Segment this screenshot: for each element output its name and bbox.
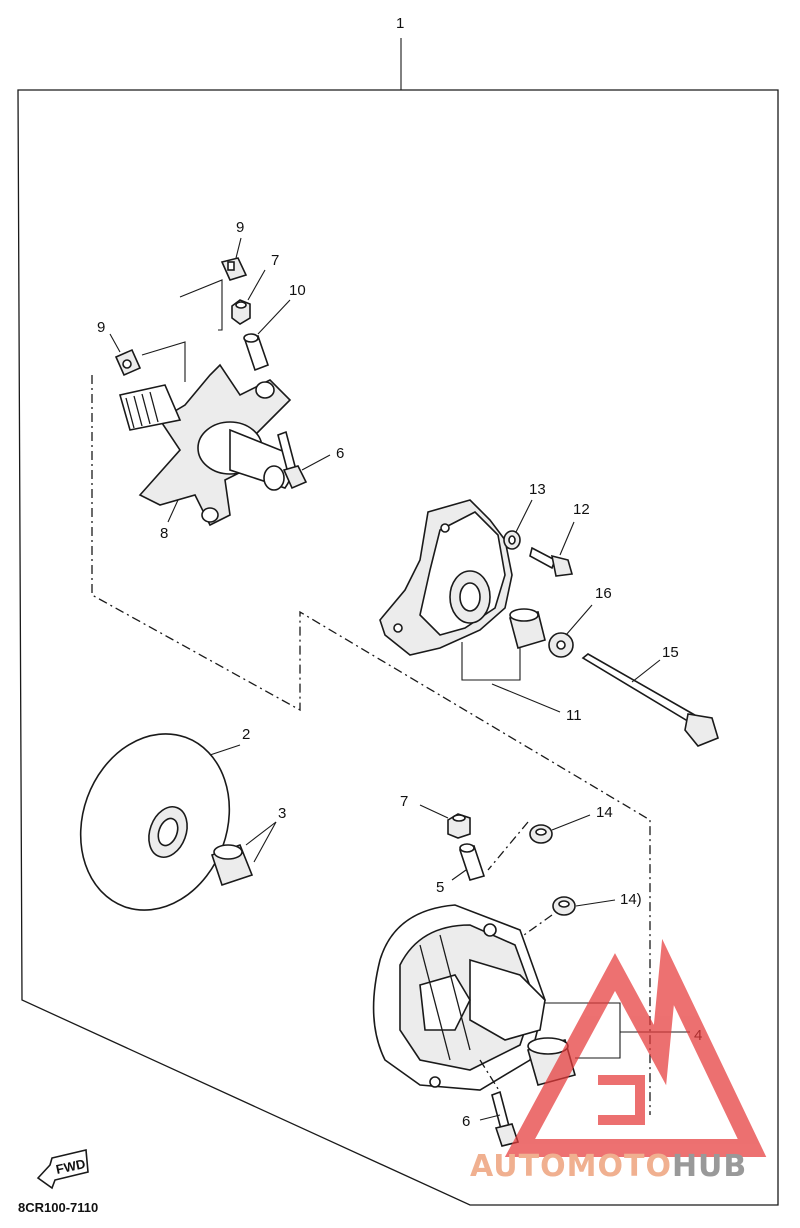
- slider-part-left: [114, 348, 142, 377]
- callout-1: 1: [396, 15, 404, 32]
- bolt-part-upper: [277, 430, 308, 490]
- long-bolt-part-15: [581, 653, 719, 747]
- callout-12-leader: [559, 521, 575, 556]
- callout-14-lower: 14): [620, 891, 642, 908]
- callout-6-lower: 6: [462, 1113, 470, 1130]
- callout-5: 5: [436, 879, 444, 896]
- callout-14b-leader: [575, 899, 616, 907]
- spider-assembly-part: [118, 363, 293, 527]
- group-boundary-dashed: [91, 375, 651, 1115]
- pin-part-5: [458, 843, 486, 881]
- callout-6a-leader: [301, 454, 331, 471]
- callout-3: 3: [278, 805, 286, 822]
- callout-9-left: 9: [97, 319, 105, 336]
- callout-10-leader: [257, 299, 291, 335]
- callout-7-upper: 7: [271, 252, 279, 269]
- callout-7a-leader: [247, 269, 266, 301]
- callout-14a-leader: [551, 814, 591, 831]
- spacer-14-dash: [487, 821, 529, 871]
- cover-plate-part: [379, 499, 513, 656]
- callout-16-leader: [565, 604, 593, 636]
- diagram-code: 8CR100-7110: [18, 1200, 98, 1215]
- callout-9-upper: 9: [236, 219, 244, 236]
- callout-7b-leader: [419, 804, 449, 819]
- callout-6-upper: 6: [336, 445, 344, 462]
- callout-10: 10: [289, 282, 306, 299]
- fwd-label: FWD: [55, 1156, 87, 1177]
- callout-15: 15: [662, 644, 679, 661]
- watermark-triangle-icon: [504, 938, 767, 1157]
- cover-bracket: [461, 642, 521, 681]
- callout-15-leader: [631, 659, 661, 683]
- callout-7-lower: 7: [400, 793, 408, 810]
- callout-8: 8: [160, 525, 168, 542]
- nut-part-lower: [447, 813, 471, 839]
- pin-part-10: [243, 333, 270, 372]
- watermark-text-main: AUTOMOTO: [470, 1149, 672, 1184]
- collar-part: [210, 843, 254, 887]
- nut-part-upper: [231, 299, 251, 325]
- callout-6b-leader: [479, 1114, 501, 1121]
- bolt-part-lower: [491, 1090, 520, 1147]
- callout-11: 11: [566, 707, 582, 724]
- callout-13: 13: [529, 481, 546, 498]
- callout-11-leader: [491, 683, 561, 713]
- callout-8-leader: [167, 499, 179, 523]
- bolt-part-12: [529, 546, 574, 577]
- bushing-part: [509, 608, 546, 650]
- washer-part-13: [503, 530, 521, 550]
- spider-bracket: [179, 279, 223, 331]
- sheave-disc-part: [79, 733, 231, 911]
- callout-2-leader: [209, 744, 241, 756]
- spacer-part-14-upper: [529, 824, 553, 844]
- spacer-part-14-lower: [552, 896, 576, 916]
- washer-part-16: [548, 632, 574, 658]
- watermark-text: AUTOMOTOHUB: [470, 1149, 747, 1184]
- callout-9a-leader: [235, 237, 242, 259]
- callout-12: 12: [573, 501, 590, 518]
- spider-bracket-2: [141, 341, 186, 382]
- watermark-text-hub: HUB: [672, 1149, 747, 1184]
- callout-9b-leader: [109, 333, 121, 353]
- slider-part-upper: [220, 257, 248, 281]
- assembly-frame: [17, 89, 779, 1206]
- callout-16: 16: [595, 585, 612, 602]
- callout-13-leader: [515, 499, 533, 533]
- fwd-arrow-icon: [36, 1149, 89, 1190]
- bolt-6b-dash: [479, 1059, 501, 1093]
- callout-5-leader: [451, 869, 467, 881]
- callout-3-leader-b: [253, 821, 277, 863]
- watermark-logo: [504, 938, 767, 1157]
- callout-2: 2: [242, 726, 250, 743]
- callout-14-upper: 14: [596, 804, 613, 821]
- callout-3-leader-a: [245, 821, 277, 846]
- sheave-housing-part: [372, 904, 546, 1091]
